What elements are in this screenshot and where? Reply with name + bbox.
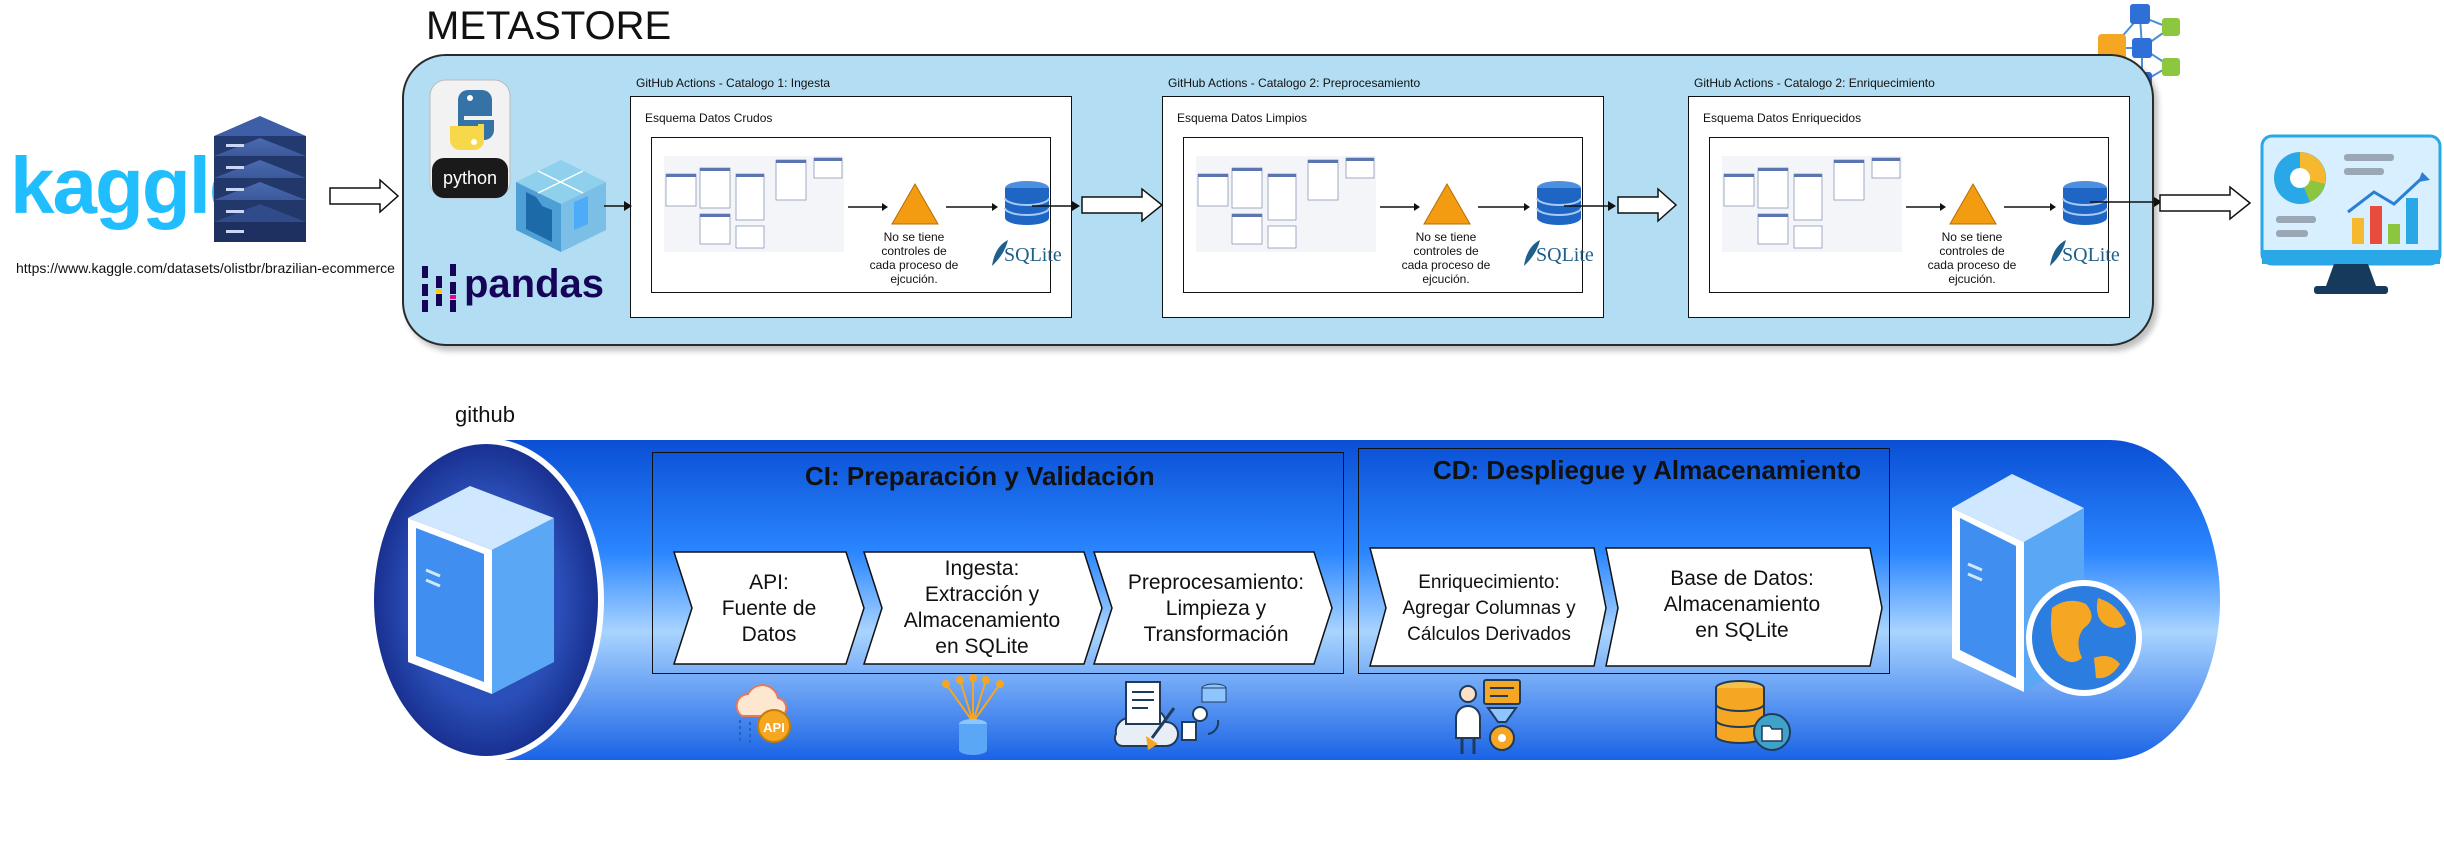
github-label: github [455,402,515,427]
pipeline-steps [672,547,1883,667]
catalog-3-sqlite-label: SQLite [2062,244,2120,266]
ci-section-title: CI: Preparación y Validación [805,461,1155,491]
metastore-title: METASTORE [426,4,672,48]
data-cleaning-icon [1113,681,1227,750]
server-stack-icon [214,116,306,242]
cd-section-title: CD: Despliegue y Almacenamiento [1433,455,1862,485]
catalog-2-schema-title: Esquema Datos Limpios [1177,111,1308,125]
arrow-right-icon [1032,201,1080,211]
arrow-right-icon [604,201,632,211]
database-icon [2062,181,2108,225]
api-cloud-gear-icon: API [735,684,791,744]
person-config-icon [1455,679,1521,754]
data-network-database-icon [942,674,1004,755]
arrow-right-icon [1478,203,1530,211]
arrow-right-icon [946,203,998,211]
sqlite-feather-icon [992,240,1008,266]
catalog-1-schema-title: Esquema Datos Crudos [645,111,773,125]
arrow-right-icon [1906,203,1946,211]
pandas-logo-label: pandas [464,262,605,306]
warning-triangle-icon [1949,182,1997,225]
flow-arrow-icon [329,178,400,214]
warning-triangle-icon [1423,182,1471,225]
step-preprocesamiento-shape [1092,551,1333,665]
arrow-right-icon [2090,197,2162,207]
database-icon [1536,181,1582,225]
step-base-datos-shape [1605,547,1883,667]
step-ingesta-shape [862,551,1103,665]
schema-diagram-thumbnail [1196,156,1376,252]
python-logo-icon [429,79,511,199]
catalog-2-header: GitHub Actions - Catalogo 2: Preprocesam… [1168,76,1421,90]
arrow-right-icon [1380,203,1420,211]
step-api-shape [672,551,865,665]
web-server-icon [1952,474,2142,696]
catalog-3-schema-title: Esquema Datos Enriquecidos [1703,111,1862,125]
flow-arrow-icon [1081,187,1164,223]
server-tower-icon [408,486,554,694]
api-badge-text: API [763,720,785,735]
numpy-cube-icon [516,160,606,252]
arrow-right-icon [1564,201,1616,211]
schema-diagram-thumbnail [1722,156,1902,252]
flow-arrow-icon [2159,185,2252,221]
catalog-2-sqlite-label: SQLite [1536,244,1594,266]
catalog-1-sqlite-label: SQLite [1004,244,1062,266]
arrow-right-icon [2004,203,2056,211]
cd-section: CD: Despliegue y Almacenamiento [1358,448,1890,674]
catalog-1-header: GitHub Actions - Catalogo 1: Ingesta [636,76,831,90]
kaggle-logo: kaggle [10,141,253,230]
flow-arrow-icon [1617,187,1678,223]
pandas-logo-icon [422,264,456,312]
ci-section: CI: Preparación y Validación [652,452,1344,674]
catalog-3-header: GitHub Actions - Catalogo 2: Enriquecimi… [1694,76,1935,90]
sqlite-feather-icon [2050,240,2066,266]
schema-diagram-thumbnail [664,156,844,252]
analytics-dashboard-icon [2260,134,2442,294]
python-logo-label: python [442,168,498,188]
dataset-source-url[interactable]: https://www.kaggle.com/datasets/olistbr/… [16,260,395,276]
database-icon [1004,181,1050,225]
step-enriquecimiento-shape [1369,547,1607,667]
arrow-right-icon [848,203,888,211]
sqlite-feather-icon [1524,240,1540,266]
database-folder-icon [1715,680,1791,751]
warning-triangle-icon [891,182,939,225]
